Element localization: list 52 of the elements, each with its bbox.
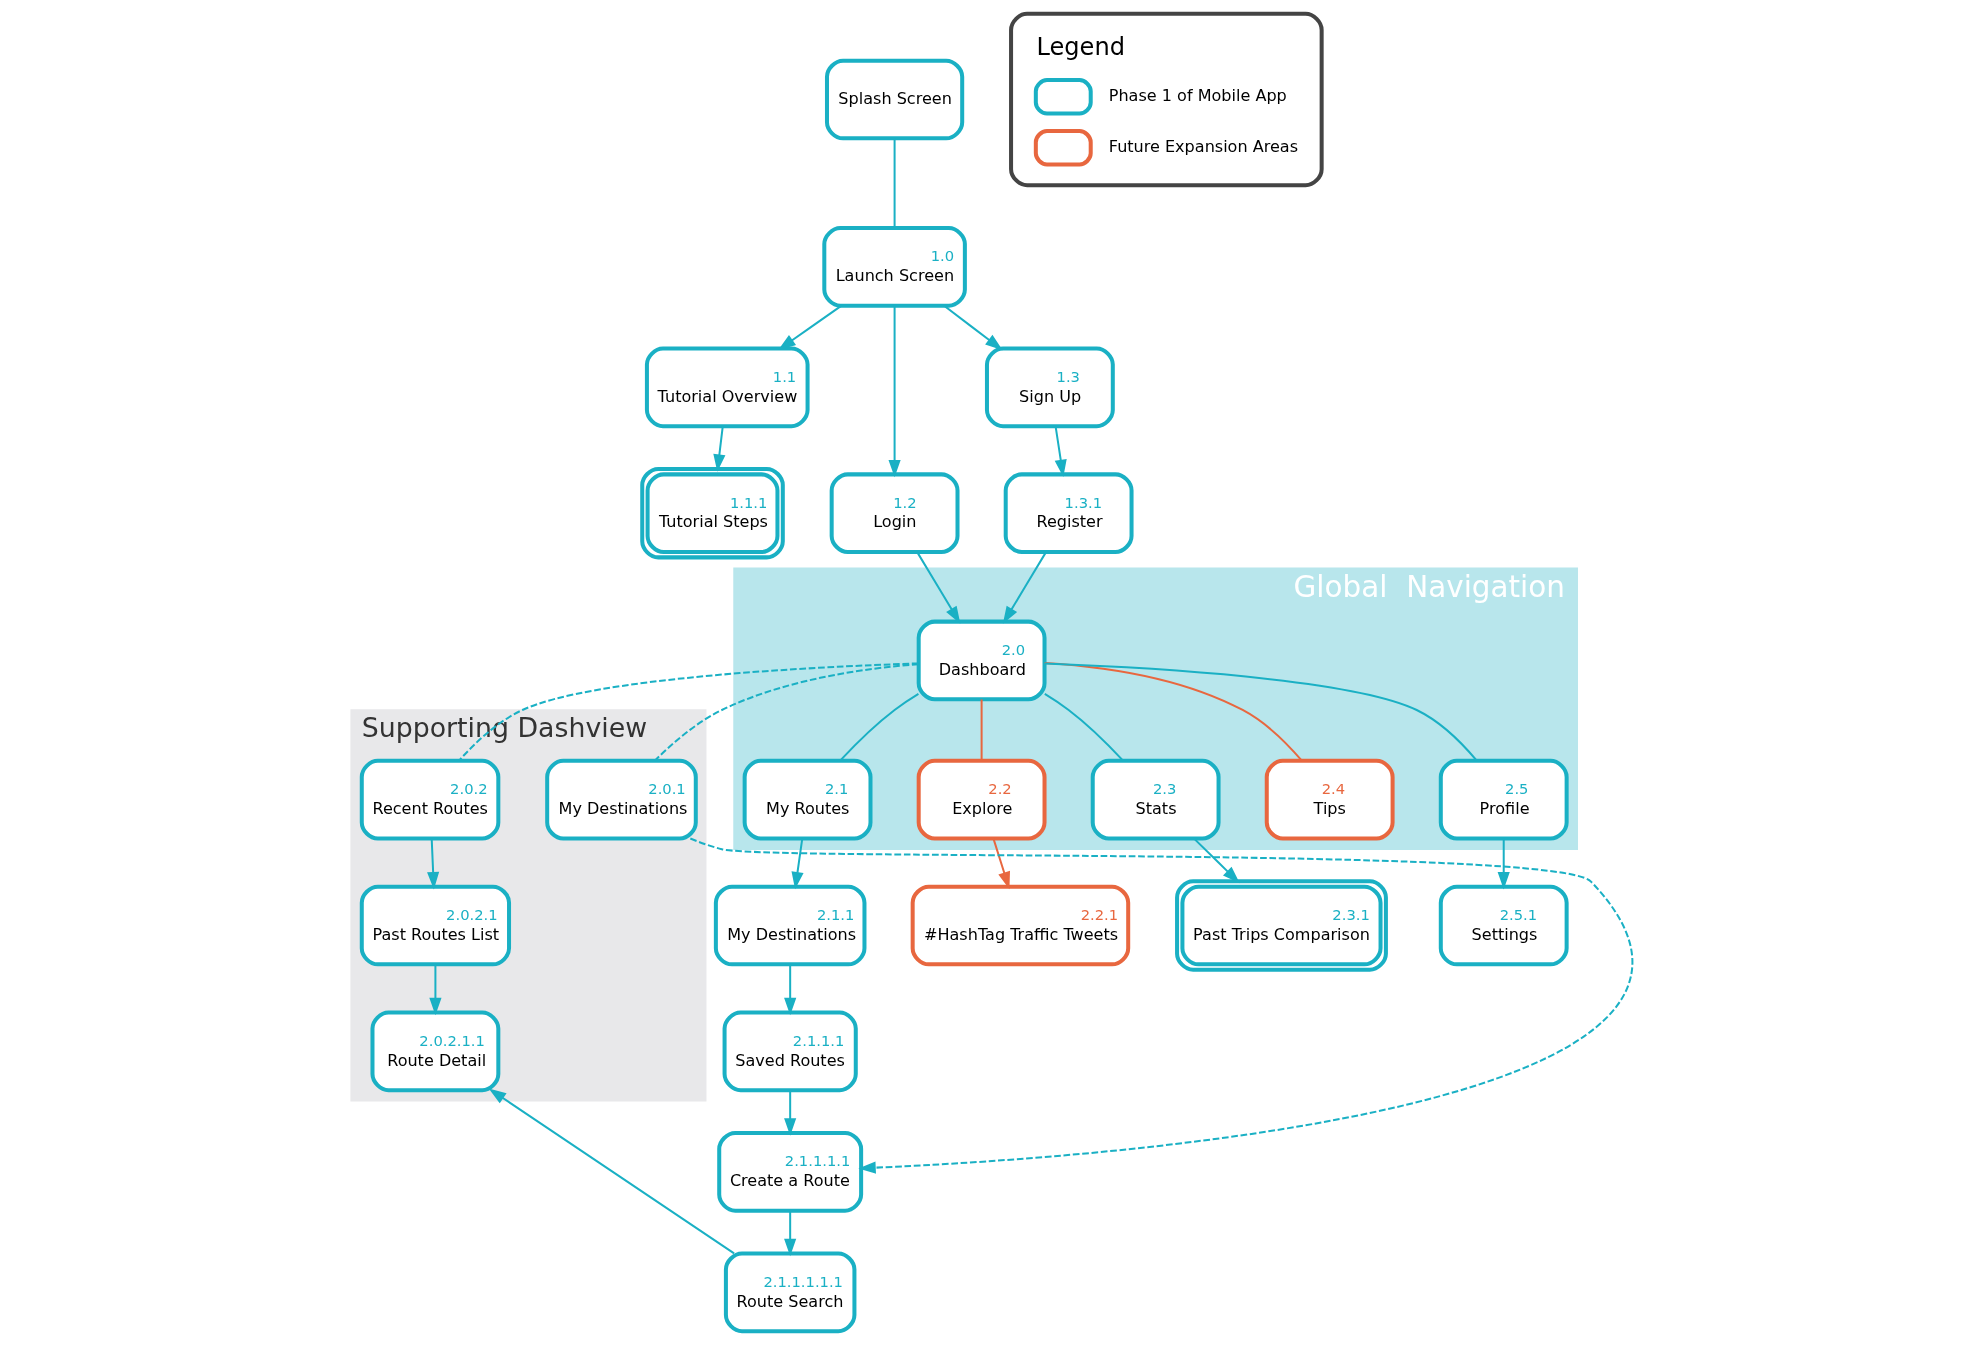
connector <box>1044 661 1303 762</box>
connector <box>980 699 983 761</box>
node-box: 2.3 Stats <box>1090 758 1221 841</box>
arrow <box>943 305 1003 351</box>
arrow <box>1002 551 1047 624</box>
node-box: 2.0.2.1 Past Routes List <box>359 884 512 967</box>
node-box: 2.0.1 My Destinations <box>545 758 698 841</box>
arrow <box>1193 837 1240 884</box>
node-box: 2.5.1 Settings <box>1438 884 1569 967</box>
legend-label: Future Expansion Areas <box>1108 136 1299 156</box>
connector <box>458 662 919 762</box>
connector <box>1044 662 1478 762</box>
node-box: 2.1.1.1.1 Create a Route <box>717 1131 864 1213</box>
node-box: 2.1.1.1.1.1 Route Search <box>723 1251 857 1334</box>
node-box: 2.0.2.1.1 Route Detail <box>370 1010 501 1093</box>
node-box: 1.1 Tutorial Overview <box>644 346 810 429</box>
arrow <box>690 837 1631 1174</box>
node-box: 2.1 My Routes <box>742 758 873 841</box>
node-box: 2.3.1 Past Trips Comparison <box>1175 879 1388 972</box>
node-box: 2.5 Profile <box>1438 758 1569 841</box>
arrow <box>916 551 961 624</box>
arrow <box>713 426 726 472</box>
arrow <box>1054 426 1067 478</box>
arrow <box>429 964 442 1016</box>
connector <box>654 663 919 762</box>
node-box: 2.0 Dashboard <box>916 619 1047 702</box>
node-box: 1.2 Login <box>829 472 960 554</box>
arrow <box>791 838 804 890</box>
node-box: 2.1.1 My Destinations <box>713 884 867 967</box>
arrow <box>888 305 901 478</box>
node-box: 2.2 Explore <box>916 758 1047 841</box>
node-box: 1.1.1 Tutorial Steps <box>640 467 785 560</box>
connector <box>1044 693 1124 762</box>
arrow <box>784 964 797 1016</box>
arrow <box>488 1088 735 1255</box>
node-box: Splash Screen <box>824 58 965 141</box>
label: Legend <box>1036 32 1125 61</box>
node-box: 2.0.2 Recent Routes <box>359 758 501 841</box>
connector <box>893 138 896 228</box>
arrow <box>784 1090 797 1136</box>
arrow <box>1497 838 1510 890</box>
legend-label: Phase 1 of Mobile App <box>1108 86 1287 105</box>
node-box: 1.0 Launch Screen <box>822 226 967 308</box>
arrow <box>427 838 440 890</box>
node-box: 1.3.1 Register <box>1003 472 1134 554</box>
arrow <box>784 1211 797 1257</box>
node-box: 2.4 Tips <box>1264 758 1395 841</box>
node-box: 1.3 Sign Up <box>984 346 1115 429</box>
connector <box>839 693 919 762</box>
node-box: 2.2.1 #HashTag Traffic Tweets <box>910 884 1131 967</box>
node-box: 2.1.1.1 Saved Routes <box>722 1010 858 1093</box>
arrow <box>992 838 1010 890</box>
